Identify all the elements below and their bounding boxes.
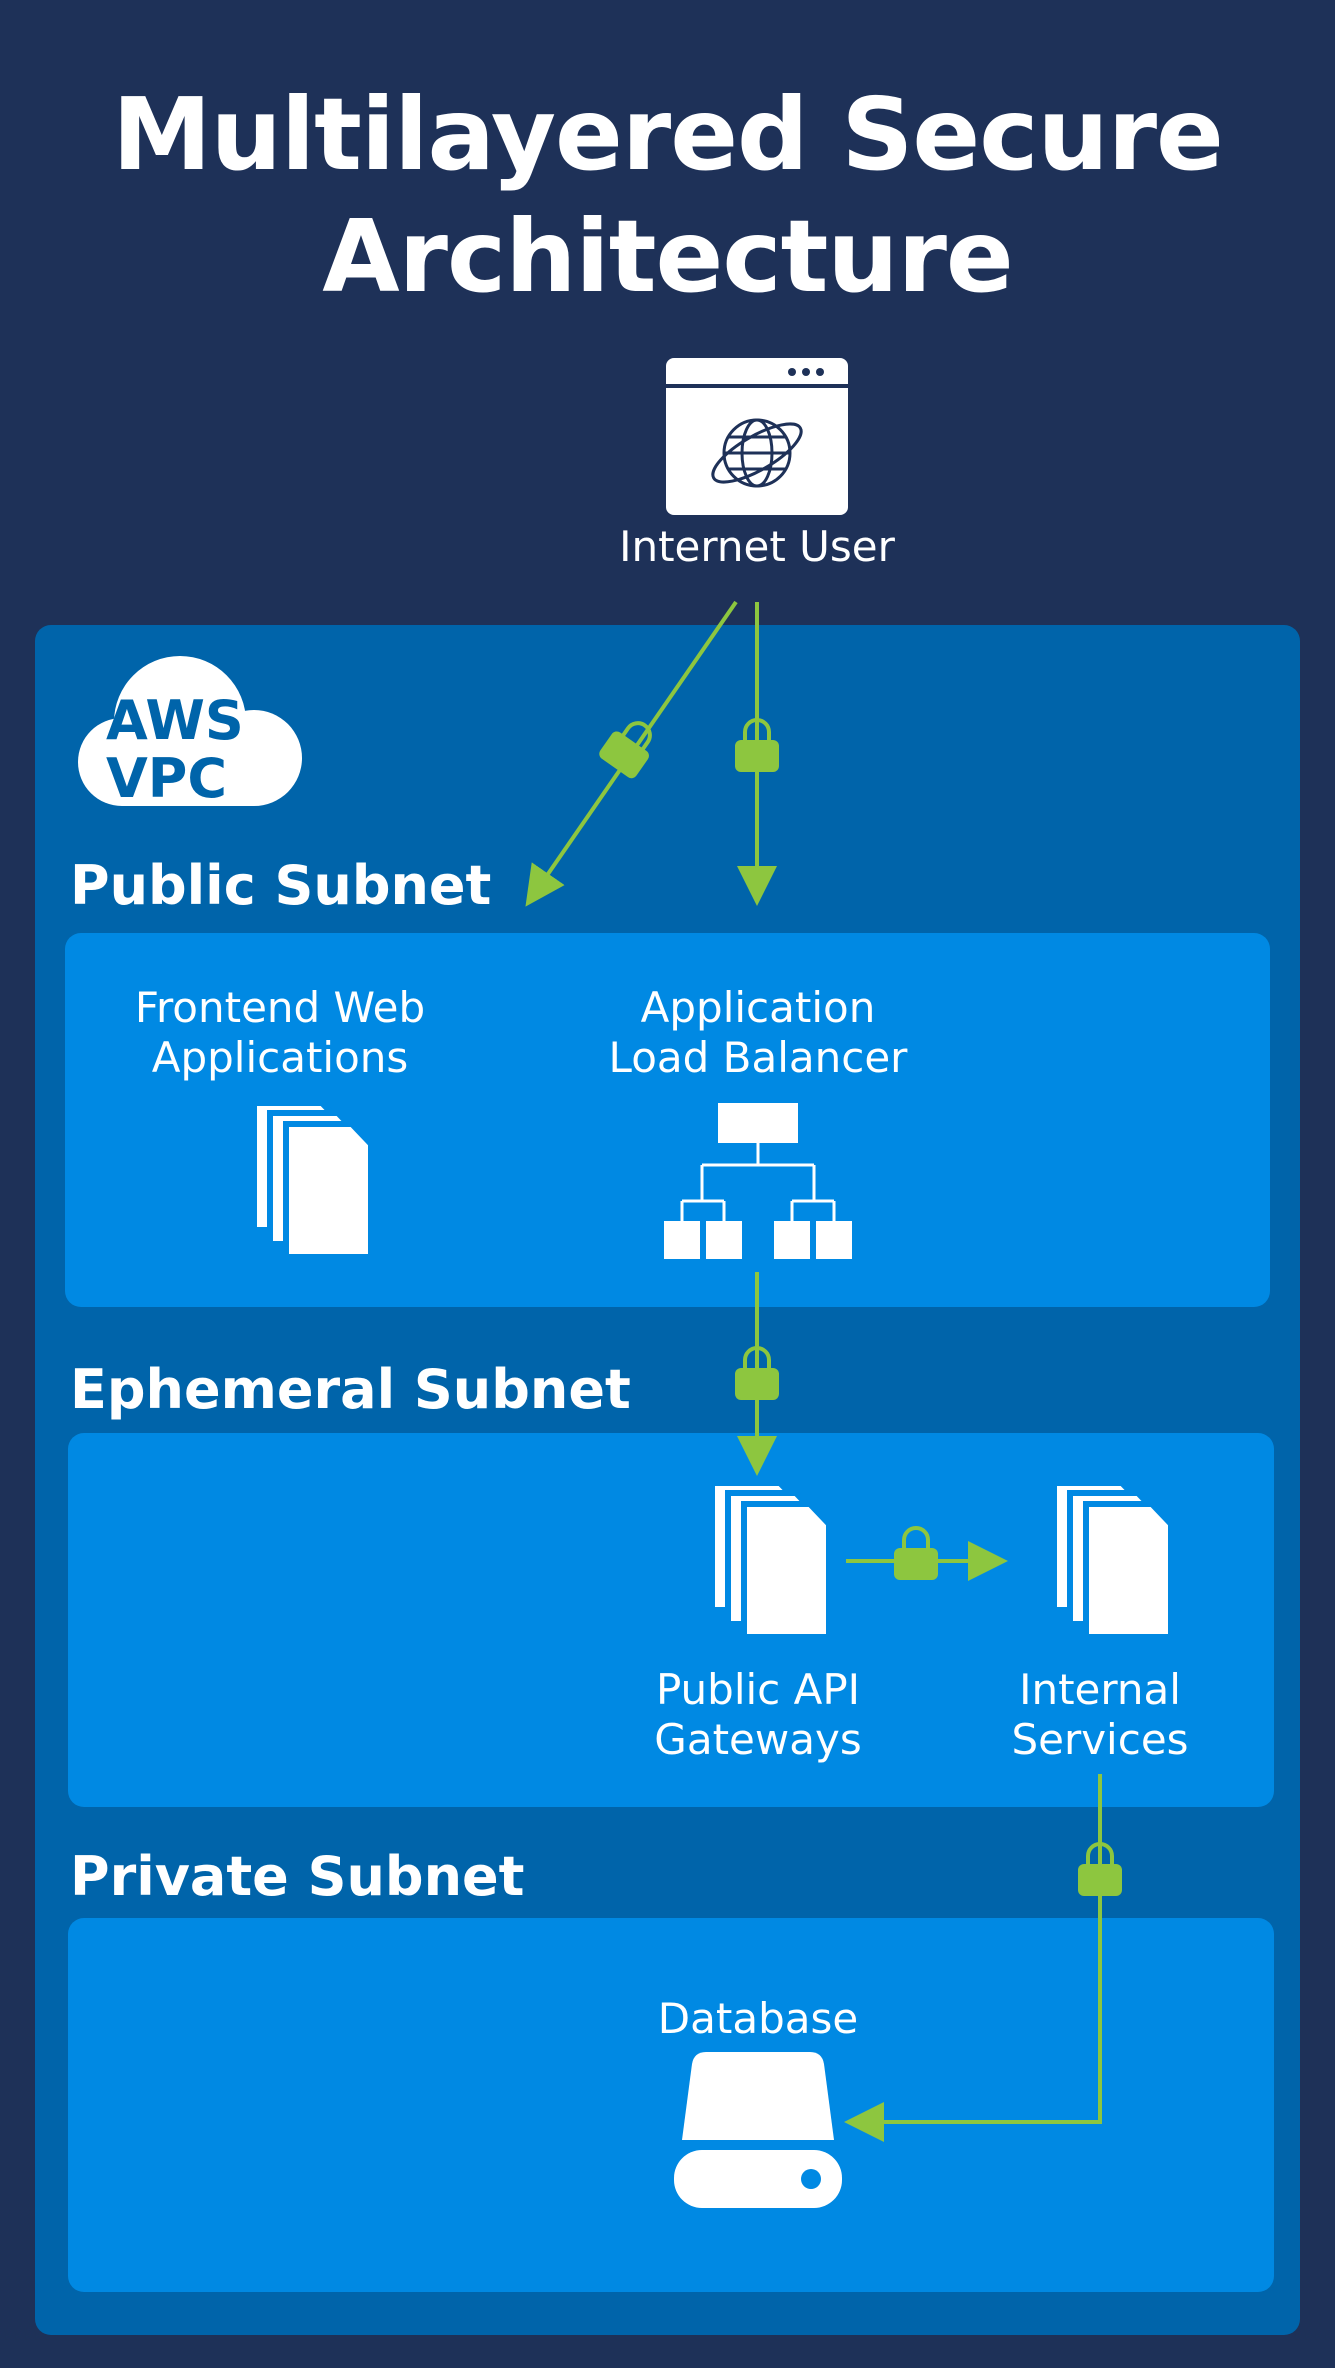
private-subnet-panel xyxy=(68,1918,1274,2292)
diagram-title-line2: Architecture xyxy=(322,198,1014,315)
api-gateway-to-internal-services-connector xyxy=(846,1526,1008,1582)
load-balancer-hierarchy-icon xyxy=(664,1103,852,1259)
database-label: Database xyxy=(657,1994,859,2043)
database-drive-icon xyxy=(674,2052,842,2208)
internet-to-load-balancer-connector xyxy=(733,602,781,906)
stacked-pages-icon xyxy=(251,1100,374,1260)
internet-to-frontend-connector xyxy=(525,600,738,907)
load-balancer-to-api-gateway-connector xyxy=(733,1272,781,1476)
stacked-pages-icon xyxy=(1051,1480,1174,1640)
application-load-balancer-label: Application Load Balancer xyxy=(608,983,908,1082)
vpc-label: AWS VPC xyxy=(106,692,266,808)
ephemeral-subnet-label: Ephemeral Subnet xyxy=(70,1358,631,1421)
internal-services-label: Internal Services xyxy=(1011,1665,1189,1764)
internet-user-label: Internet User xyxy=(619,522,895,571)
padlock-icon xyxy=(892,1526,940,1582)
private-subnet-label: Private Subnet xyxy=(70,1845,525,1908)
vpc-label-line1: AWS xyxy=(106,689,244,752)
stacked-pages-icon xyxy=(709,1480,832,1640)
browser-window-globe-icon xyxy=(666,358,848,515)
public-subnet-label: Public Subnet xyxy=(70,854,492,917)
vpc-label-line2: VPC xyxy=(106,747,227,810)
public-api-gateways-label: Public API Gateways xyxy=(654,1665,862,1764)
internal-services-to-database-connector xyxy=(844,1774,1124,2142)
frontend-web-applications-label: Frontend Web Applications xyxy=(134,983,426,1082)
cloud-icon xyxy=(78,656,302,806)
diagram-title-line1: Multilayered Secure xyxy=(112,76,1224,193)
